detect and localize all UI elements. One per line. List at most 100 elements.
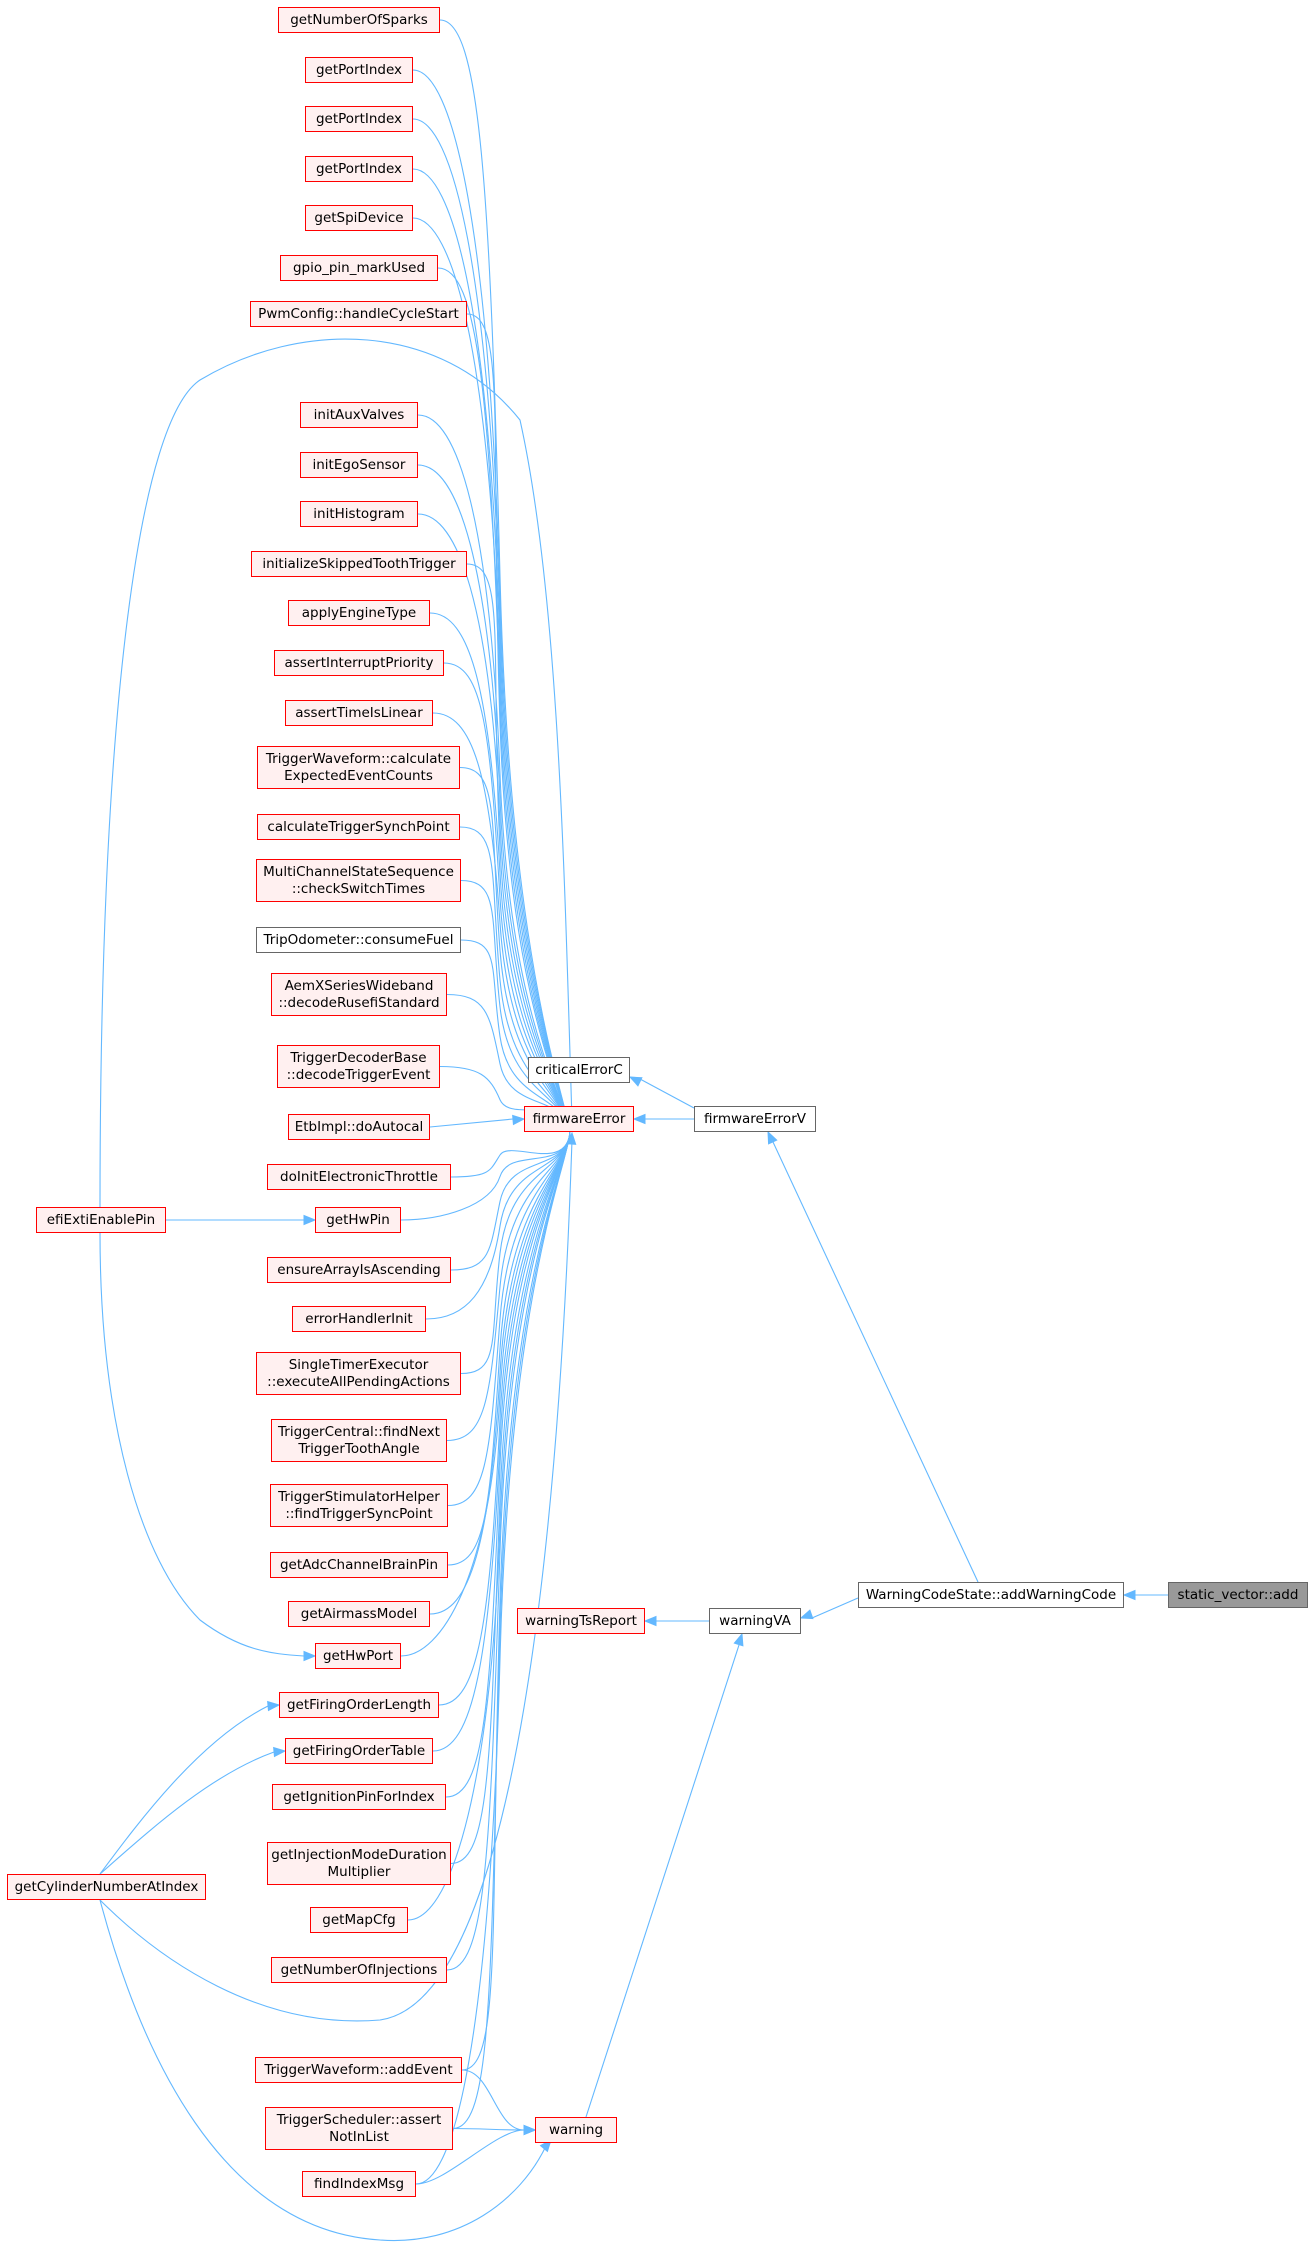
node-getNumberOfInjections[interactable]: getNumberOfInjections bbox=[271, 1957, 447, 1983]
edge-firmwareErrorV-to-criticalErrorC-arrowhead bbox=[628, 1076, 643, 1087]
edge-getCylinderNumberAtIndex-to-getFiringOrderTable bbox=[99, 1751, 275, 1875]
node-findNextTriggerToothAngle[interactable]: TriggerCentral::findNext TriggerToothAng… bbox=[271, 1419, 447, 1462]
node-errorHandlerInit[interactable]: errorHandlerInit bbox=[292, 1306, 426, 1332]
node-criticalErrorC[interactable]: criticalErrorC bbox=[528, 1057, 630, 1083]
edge-getHwPin-to-firmwareError bbox=[400, 1132, 571, 1221]
node-getFiringOrderTable[interactable]: getFiringOrderTable bbox=[285, 1738, 433, 1764]
edge-addEvent-to-warning bbox=[461, 2069, 525, 2131]
edge-getCylinderNumberAtIndex-to-getFiringOrderLength bbox=[99, 1705, 269, 1875]
node-getHwPin[interactable]: getHwPin bbox=[315, 1207, 401, 1233]
node-getHwPort[interactable]: getHwPort bbox=[315, 1643, 401, 1669]
node-firmwareError[interactable]: firmwareError bbox=[524, 1106, 634, 1132]
edge-addWarningCode-to-warningVA-arrowhead bbox=[799, 1609, 814, 1620]
node-handleCycleStart[interactable]: PwmConfig::handleCycleStart bbox=[250, 301, 467, 327]
edge-addWarningCode-to-firmwareErrorV-arrowhead bbox=[767, 1130, 778, 1145]
node-getAirmassModel[interactable]: getAirmassModel bbox=[288, 1601, 430, 1627]
edge-assertTimeIsLinear-to-firmwareError bbox=[432, 712, 571, 1134]
node-executeAllPendingActions[interactable]: SingleTimerExecutor ::executeAllPendingA… bbox=[256, 1352, 461, 1395]
node-initAuxValves[interactable]: initAuxValves bbox=[300, 402, 418, 428]
edge-getAdcChannelBrainPin-to-firmwareError bbox=[447, 1132, 571, 1566]
node-firmwareErrorV[interactable]: firmwareErrorV bbox=[694, 1106, 816, 1132]
node-warningTsReport[interactable]: warningTsReport bbox=[517, 1608, 645, 1634]
edge-checkSwitchTimes-to-firmwareError bbox=[460, 879, 571, 1134]
edge-getHwPort-to-firmwareError bbox=[400, 1132, 571, 1657]
node-initEgoSensor[interactable]: initEgoSensor bbox=[300, 452, 418, 478]
node-getPortIndex3[interactable]: getPortIndex bbox=[305, 156, 413, 182]
node-assertNotInList[interactable]: TriggerScheduler::assert NotInList bbox=[265, 2107, 453, 2150]
node-doAutocal[interactable]: EtbImpl::doAutocal bbox=[288, 1114, 430, 1140]
node-getMapCfg[interactable]: getMapCfg bbox=[310, 1907, 408, 1933]
edge-handleCycleStart-to-firmwareError bbox=[466, 313, 571, 1134]
node-assertTimeIsLinear[interactable]: assertTimeIsLinear bbox=[285, 700, 433, 726]
edge-addWarningCode-to-firmwareErrorV bbox=[772, 1141, 979, 1583]
edge-getAirmassModel-to-firmwareError bbox=[429, 1132, 571, 1615]
edge-assertInterruptPriority-to-firmwareError bbox=[443, 662, 571, 1134]
edge-applyEngineType-to-firmwareError bbox=[429, 612, 571, 1134]
edge-efiExtiEnablePin-to-firmwareError bbox=[99, 338, 573, 1208]
node-calculateTriggerSynchPoint[interactable]: calculateTriggerSynchPoint bbox=[257, 814, 460, 840]
edge-getCylinderNumberAtIndex-to-getFiringOrderTable-arrowhead bbox=[273, 1746, 287, 1758]
edge-doInitElectronicThrottle-to-firmwareError bbox=[450, 1132, 571, 1178]
node-efiExtiEnablePin[interactable]: efiExtiEnablePin bbox=[36, 1207, 166, 1233]
node-doInitElectronicThrottle[interactable]: doInitElectronicThrottle bbox=[267, 1164, 451, 1190]
edge-addWarningCode-to-warningVA bbox=[811, 1597, 859, 1619]
node-assertInterruptPriority[interactable]: assertInterruptPriority bbox=[274, 650, 444, 676]
edge-ensureArrayIsAscending-to-firmwareError bbox=[450, 1132, 571, 1271]
edge-warningVA-to-warning bbox=[585, 1644, 740, 2118]
edge-findTriggerSyncPoint-to-firmwareError bbox=[447, 1132, 571, 1507]
node-getPortIndex1[interactable]: getPortIndex bbox=[305, 57, 413, 83]
edge-executeAllPendingActions-to-firmwareError bbox=[460, 1132, 571, 1375]
edge-errorHandlerInit-to-firmwareError bbox=[425, 1132, 571, 1320]
node-getFiringOrderLength[interactable]: getFiringOrderLength bbox=[279, 1692, 439, 1718]
node-getAdcChannelBrainPin[interactable]: getAdcChannelBrainPin bbox=[270, 1552, 448, 1578]
edge-efiExtiEnablePin-to-getHwPort bbox=[99, 1232, 305, 1657]
node-warningVA[interactable]: warningVA bbox=[709, 1608, 801, 1634]
node-decodeRusefiStandard[interactable]: AemXSeriesWideband ::decodeRusefiStandar… bbox=[271, 973, 447, 1016]
node-applyEngineType[interactable]: applyEngineType bbox=[288, 600, 430, 626]
edge-findIndexMsg-to-firmwareError bbox=[415, 1132, 571, 2185]
edge-assertNotInList-to-warning bbox=[452, 2127, 525, 2131]
edge-warningVA-to-warningTsReport-arrowhead bbox=[643, 1615, 657, 1627]
edge-calculateTriggerSynchPoint-to-firmwareError bbox=[459, 826, 571, 1134]
edge-efiExtiEnablePin-to-getHwPort-arrowhead bbox=[303, 1650, 317, 1662]
edge-getNumberOfInjections-to-firmwareError bbox=[446, 1132, 571, 1971]
node-initializeSkippedToothTrigger[interactable]: initializeSkippedToothTrigger bbox=[251, 551, 467, 577]
node-getInjectionModeDurationMultiplier[interactable]: getInjectionModeDuration Multiplier bbox=[267, 1842, 451, 1885]
edge-getIgnitionPinForIndex-to-firmwareError bbox=[445, 1132, 571, 1798]
node-getCylinderNumberAtIndex[interactable]: getCylinderNumberAtIndex bbox=[7, 1874, 206, 1900]
edge-assertNotInList-to-firmwareError bbox=[452, 1132, 571, 2130]
node-ensureArrayIsAscending[interactable]: ensureArrayIsAscending bbox=[267, 1257, 451, 1283]
node-getIgnitionPinForIndex[interactable]: getIgnitionPinForIndex bbox=[272, 1784, 446, 1810]
node-findTriggerSyncPoint[interactable]: TriggerStimulatorHelper ::findTriggerSyn… bbox=[270, 1484, 448, 1527]
edge-getInjectionModeDurationMultiplier-to-firmwareError bbox=[450, 1132, 571, 1865]
edge-calculateExpectedEventCounts-to-firmwareError bbox=[459, 766, 571, 1134]
edge-doAutocal-to-firmwareError-arrowhead bbox=[512, 1114, 526, 1126]
node-decodeTriggerEvent[interactable]: TriggerDecoderBase ::decodeTriggerEvent bbox=[277, 1045, 440, 1088]
edge-getCylinderNumberAtIndex-to-getFiringOrderLength-arrowhead bbox=[267, 1700, 281, 1712]
node-warning[interactable]: warning bbox=[535, 2117, 617, 2143]
node-consumeFuel[interactable]: TripOdometer::consumeFuel bbox=[256, 927, 461, 953]
node-getSpiDevice[interactable]: getSpiDevice bbox=[305, 205, 413, 231]
edge-staticVectorAdd-to-addWarningCode-arrowhead bbox=[1122, 1589, 1136, 1601]
node-checkSwitchTimes[interactable]: MultiChannelStateSequence ::checkSwitchT… bbox=[256, 859, 461, 902]
edge-findNextTriggerToothAngle-to-firmwareError bbox=[446, 1132, 571, 1442]
node-getNumberOfSparks[interactable]: getNumberOfSparks bbox=[278, 7, 440, 33]
edge-doAutocal-to-firmwareError bbox=[429, 1118, 514, 1128]
edge-firmwareErrorV-to-firmwareError-arrowhead bbox=[632, 1113, 646, 1125]
node-staticVectorAdd: static_vector::add bbox=[1168, 1582, 1308, 1608]
edge-getFiringOrderTable-to-firmwareError bbox=[432, 1132, 571, 1752]
node-gpio-pin-markUsed[interactable]: gpio_pin_markUsed bbox=[280, 255, 438, 281]
node-calculateExpectedEventCounts[interactable]: TriggerWaveform::calculate ExpectedEvent… bbox=[257, 746, 460, 789]
node-addEvent[interactable]: TriggerWaveform::addEvent bbox=[255, 2057, 462, 2083]
node-findIndexMsg[interactable]: findIndexMsg bbox=[302, 2171, 416, 2197]
edge-getFiringOrderLength-to-firmwareError bbox=[438, 1132, 571, 1706]
edge-initializeSkippedToothTrigger-to-firmwareError bbox=[466, 563, 571, 1134]
edge-initHistogram-to-firmwareError bbox=[417, 513, 571, 1134]
edge-findIndexMsg-to-warning bbox=[415, 2129, 525, 2185]
node-initHistogram[interactable]: initHistogram bbox=[300, 501, 418, 527]
edge-callers-firmwareError-arrowhead bbox=[565, 1131, 577, 1145]
node-addWarningCode[interactable]: WarningCodeState::addWarningCode bbox=[858, 1582, 1124, 1608]
edge-findIndexMsg-to-warning-arrowhead bbox=[523, 2124, 537, 2136]
node-getPortIndex2[interactable]: getPortIndex bbox=[305, 106, 413, 132]
